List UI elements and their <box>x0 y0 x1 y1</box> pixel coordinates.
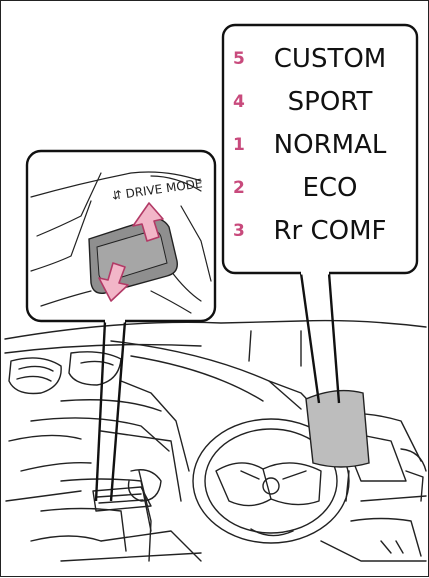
mode-number: 2 <box>233 178 245 198</box>
switch-callout <box>27 151 215 501</box>
multi-information-display <box>306 391 369 467</box>
mode-label: Rr COMF <box>255 216 405 246</box>
mode-row-normal: 1 NORMAL <box>223 125 413 165</box>
mode-number: 3 <box>233 221 245 241</box>
mode-row-sport: 4 SPORT <box>223 82 413 122</box>
mode-number: 5 <box>233 49 245 69</box>
mode-label: ECO <box>255 173 405 203</box>
mode-label: NORMAL <box>255 130 405 160</box>
mode-row-rr-comf: 3 Rr COMF <box>223 211 413 251</box>
mode-label: CUSTOM <box>255 44 405 74</box>
mode-row-custom: 5 CUSTOM <box>223 39 413 79</box>
mode-number: 1 <box>233 135 245 155</box>
mode-row-eco: 2 ECO <box>223 168 413 208</box>
mode-number: 4 <box>233 92 245 112</box>
mode-label: SPORT <box>255 87 405 117</box>
drive-mode-list: 5 CUSTOM 4 SPORT 1 NORMAL 2 ECO 3 Rr COM… <box>223 29 413 269</box>
